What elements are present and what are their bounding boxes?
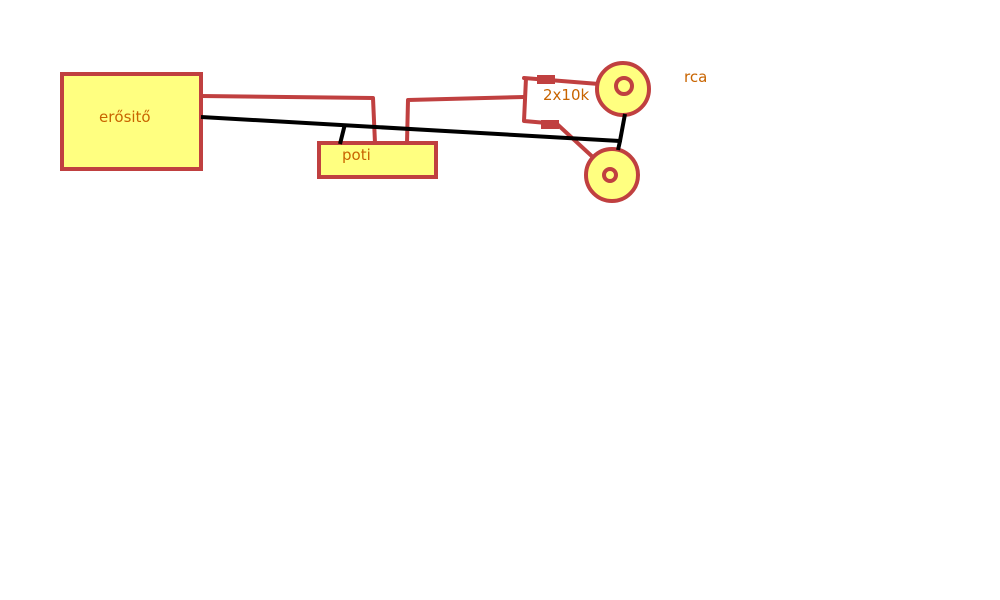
rca-pin-2 [602, 167, 618, 183]
potentiometer-box [317, 141, 438, 179]
ground-wire-pot [338, 123, 347, 145]
rca-label: rca [684, 68, 707, 86]
rca-pin-1 [614, 76, 634, 96]
amplifier-box [60, 72, 203, 171]
resistor-2 [541, 120, 559, 129]
amplifier-label: erősitő [99, 108, 151, 126]
ground-wire-rca-2 [616, 140, 622, 151]
resistors-label: 2x10k [543, 86, 590, 104]
potentiometer-label: poti [342, 146, 371, 164]
